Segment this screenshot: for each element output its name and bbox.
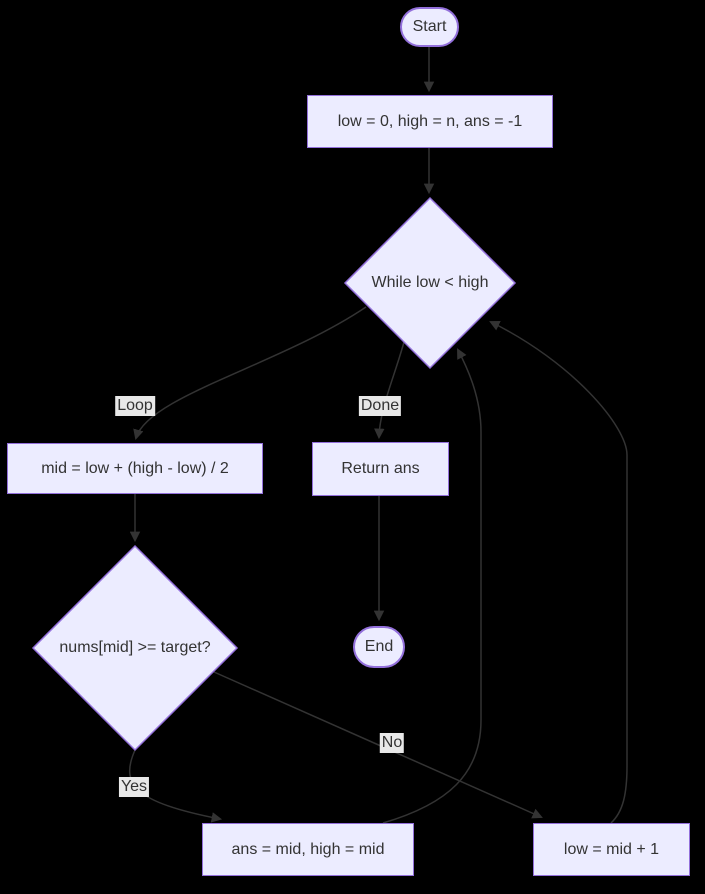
done-edge-label: Done [358, 396, 402, 416]
edge-while-mid-loop [133, 306, 367, 441]
mid-node-label: mid = low + (high - low) / 2 [41, 459, 229, 477]
return-node: Return ans [312, 442, 449, 496]
low-node-label: low = mid + 1 [563, 840, 660, 858]
edge-ans-while-return [382, 348, 482, 824]
start-node-label: Start [412, 18, 447, 35]
start-node: Start [400, 7, 459, 47]
loop-edge-label: Loop [115, 396, 155, 416]
init-node: low = 0, high = n, ans = -1 [307, 95, 553, 148]
no-edge-label: No [379, 733, 405, 753]
ans-node: ans = mid, high = mid [202, 823, 414, 876]
check-diamond [31, 544, 239, 752]
edge-low-while-return [489, 321, 628, 824]
low-node: low = mid + 1 [533, 823, 690, 876]
ans-node-label: ans = mid, high = mid [231, 840, 385, 858]
return-node-label: Return ans [341, 460, 420, 477]
while-diamond [343, 196, 517, 370]
edge-while-return-done [374, 341, 405, 440]
mid-node: mid = low + (high - low) / 2 [7, 443, 263, 494]
init-node-label: low = 0, high = n, ans = -1 [337, 112, 523, 130]
edge-check-low-no [213, 671, 543, 819]
end-node-label: End [364, 638, 394, 655]
yes-edge-label: Yes [118, 777, 150, 797]
end-node: End [353, 626, 405, 668]
